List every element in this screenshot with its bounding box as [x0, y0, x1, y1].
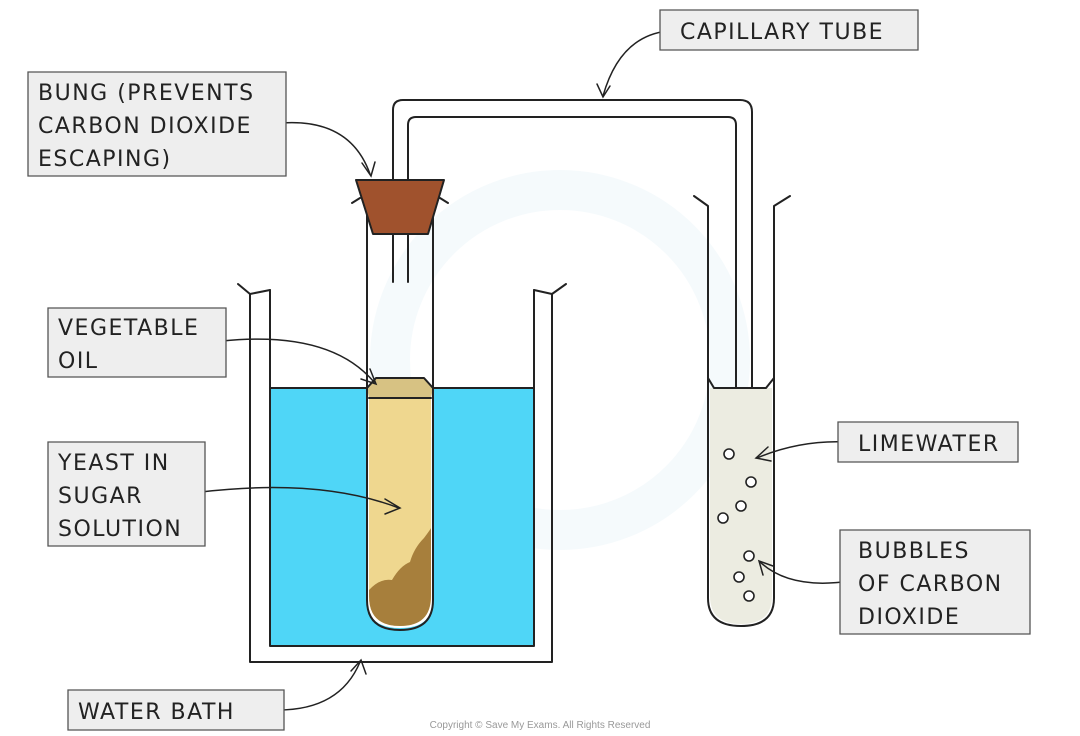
- label-line: VEGETABLE: [58, 316, 199, 341]
- label-line: BUBBLES: [858, 539, 970, 564]
- label-line: WATER BATH: [78, 700, 235, 725]
- label-line: OIL: [58, 349, 99, 374]
- label-bubbles: BUBBLES OF CARBON DIOXIDE: [839, 529, 1031, 635]
- label-water-bath: WATER BATH: [67, 689, 285, 731]
- copyright-notice: Copyright © Save My Exams. All Rights Re…: [430, 720, 651, 731]
- label-line: YEAST IN: [57, 451, 170, 476]
- label-line: CARBON DIOXIDE: [38, 114, 252, 139]
- bubble: [743, 590, 755, 602]
- label-line: CAPILLARY TUBE: [680, 20, 884, 45]
- label-line: OF CARBON: [858, 572, 1003, 597]
- vegetable-oil-layer: [367, 378, 433, 398]
- label-vegetable-oil: VEGETABLE OIL: [47, 307, 227, 378]
- bubble: [745, 476, 757, 488]
- bubble: [743, 550, 755, 562]
- label-line: DIOXIDE: [858, 605, 960, 630]
- label-line: BUNG (PREVENTS: [38, 81, 255, 106]
- water-bath-beaker: [237, 283, 567, 663]
- label-line: ESCAPING): [38, 147, 172, 172]
- bubble: [735, 500, 747, 512]
- bubble: [733, 571, 745, 583]
- label-yeast: YEAST IN SUGAR SOLUTION: [47, 441, 206, 547]
- label-line: SOLUTION: [58, 517, 182, 542]
- bubble: [717, 512, 729, 524]
- yeast-sediment: [369, 528, 431, 626]
- watermark-logo: [370, 170, 750, 550]
- label-limewater: LIMEWATER: [837, 421, 1019, 463]
- label-bung: BUNG (PREVENTS CARBON DIOXIDE ESCAPING): [27, 71, 287, 177]
- bung: [355, 179, 445, 235]
- water: [270, 388, 534, 646]
- label-line: SUGAR: [58, 484, 143, 509]
- limewater-tube: [693, 195, 791, 627]
- capillary-tube: [392, 99, 753, 431]
- boiling-tube: [366, 199, 434, 631]
- bubble: [723, 448, 735, 460]
- label-capillary-tube: CAPILLARY TUBE: [659, 9, 919, 51]
- label-line: LIMEWATER: [858, 432, 1000, 457]
